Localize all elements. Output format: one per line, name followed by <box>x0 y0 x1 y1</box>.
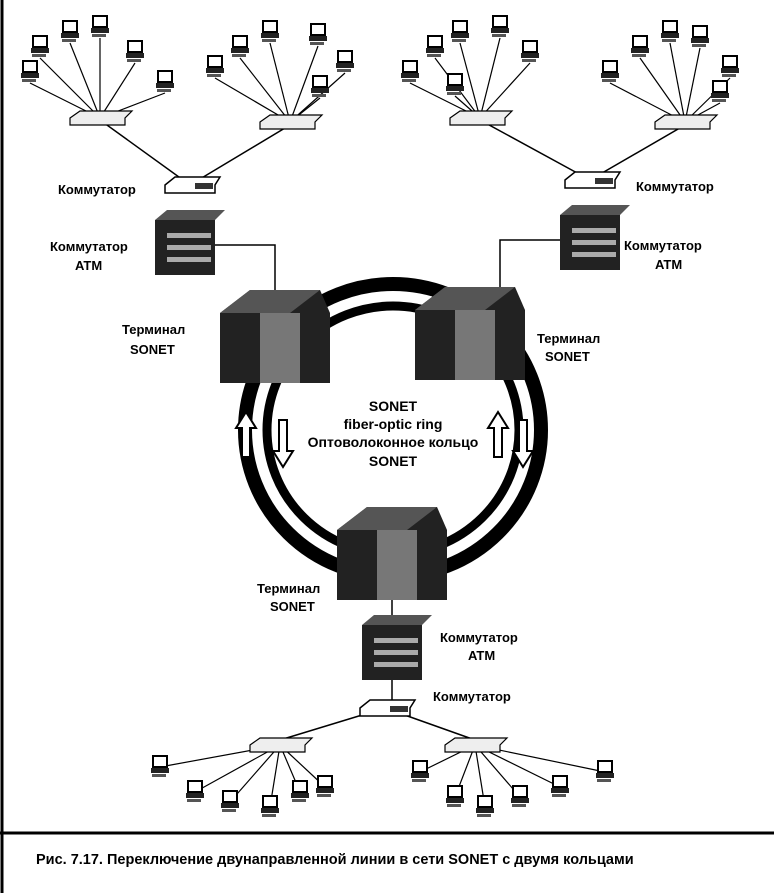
caption-number: Рис. 7.17. <box>36 852 103 868</box>
traffic-arrows <box>234 410 535 469</box>
ring-label-1: SONET <box>369 398 418 414</box>
computer-icon <box>21 60 39 82</box>
computer-icon <box>261 795 279 817</box>
computer-icon <box>316 775 334 797</box>
computer-icon <box>31 35 49 57</box>
label-atm-top-right-1: Коммутатор <box>624 238 702 253</box>
computer-icon <box>401 60 419 82</box>
computer-icon <box>151 755 169 777</box>
atm-switch-top-right <box>560 205 630 270</box>
computer-icon <box>551 775 569 797</box>
computer-icon <box>291 780 309 802</box>
computer-icon <box>691 25 709 47</box>
label-switch-top-left: Коммутатор <box>58 182 136 197</box>
label-terminal-top-left-1: Терминал <box>122 322 185 337</box>
label-switch-bottom: Коммутатор <box>433 689 511 704</box>
computer-icon <box>711 80 729 102</box>
computer-icon <box>126 40 144 62</box>
computer-icon <box>446 73 464 95</box>
sonet-terminal-bottom <box>337 507 447 600</box>
computer-icon <box>446 785 464 807</box>
arrow-up-icon <box>234 410 258 458</box>
atm-switch-top-left <box>155 210 225 275</box>
computer-icon <box>231 35 249 57</box>
computer-icon <box>311 75 329 97</box>
label-atm-top-right-2: ATM <box>655 257 682 272</box>
computer-icon <box>426 35 444 57</box>
computer-icon <box>91 15 109 37</box>
computer-icon <box>309 23 327 45</box>
switch-top-left <box>164 176 222 194</box>
label-terminal-bottom-1: Терминал <box>257 581 320 596</box>
computer-icon <box>631 35 649 57</box>
computer-icon <box>221 790 239 812</box>
sonet-terminal-top-left <box>220 290 330 383</box>
computer-icon <box>186 780 204 802</box>
arrow-down-icon <box>511 419 535 469</box>
label-switch-top-right: Коммутатор <box>636 179 714 194</box>
switch-top-right <box>564 171 622 189</box>
sonet-terminal-top-right <box>415 287 525 380</box>
ring-label-4: SONET <box>369 453 418 469</box>
label-terminal-bottom-2: SONET <box>270 599 315 614</box>
computer-icon <box>156 70 174 92</box>
computer-icon <box>336 50 354 72</box>
label-atm-top-left-2: ATM <box>75 258 102 273</box>
ring-label-2: fiber-optic ring <box>344 416 443 432</box>
label-atm-top-left-1: Коммутатор <box>50 239 128 254</box>
computer-icon <box>61 20 79 42</box>
hub <box>29 38 166 126</box>
label-terminal-top-right-2: SONET <box>545 349 590 364</box>
labels: Коммутатор Коммутатор ATM Терминал SONET… <box>50 179 714 704</box>
computer-icon <box>596 760 614 782</box>
computer-icon <box>411 760 429 782</box>
caption-text: Переключение двунаправленной линии в сет… <box>107 852 634 868</box>
figure-caption: Рис. 7.17. Переключение двунаправленной … <box>36 852 634 868</box>
hub <box>159 737 326 808</box>
computer-icon <box>661 20 679 42</box>
computer-icon <box>261 20 279 42</box>
label-atm-bottom-1: Коммутатор <box>440 630 518 645</box>
arrow-down-icon <box>271 419 295 469</box>
computer-icon <box>206 55 224 77</box>
label-terminal-top-right-1: Терминал <box>537 331 600 346</box>
label-atm-bottom-2: ATM <box>468 648 495 663</box>
computer-icon <box>601 60 619 82</box>
arrow-up-icon <box>486 410 510 458</box>
computer-icon <box>476 795 494 817</box>
computer-icon <box>491 15 509 37</box>
hub <box>419 737 606 808</box>
computer-icon <box>721 55 739 77</box>
switch-bottom <box>359 699 417 717</box>
hub <box>214 42 346 130</box>
computer-icon <box>451 20 469 42</box>
computer-icon <box>521 40 539 62</box>
atm-switch-bottom <box>362 615 432 680</box>
label-terminal-top-left-2: SONET <box>130 342 175 357</box>
computer-icon <box>511 785 529 807</box>
ring-label-3: Оптоволоконное кольцо <box>308 434 479 450</box>
